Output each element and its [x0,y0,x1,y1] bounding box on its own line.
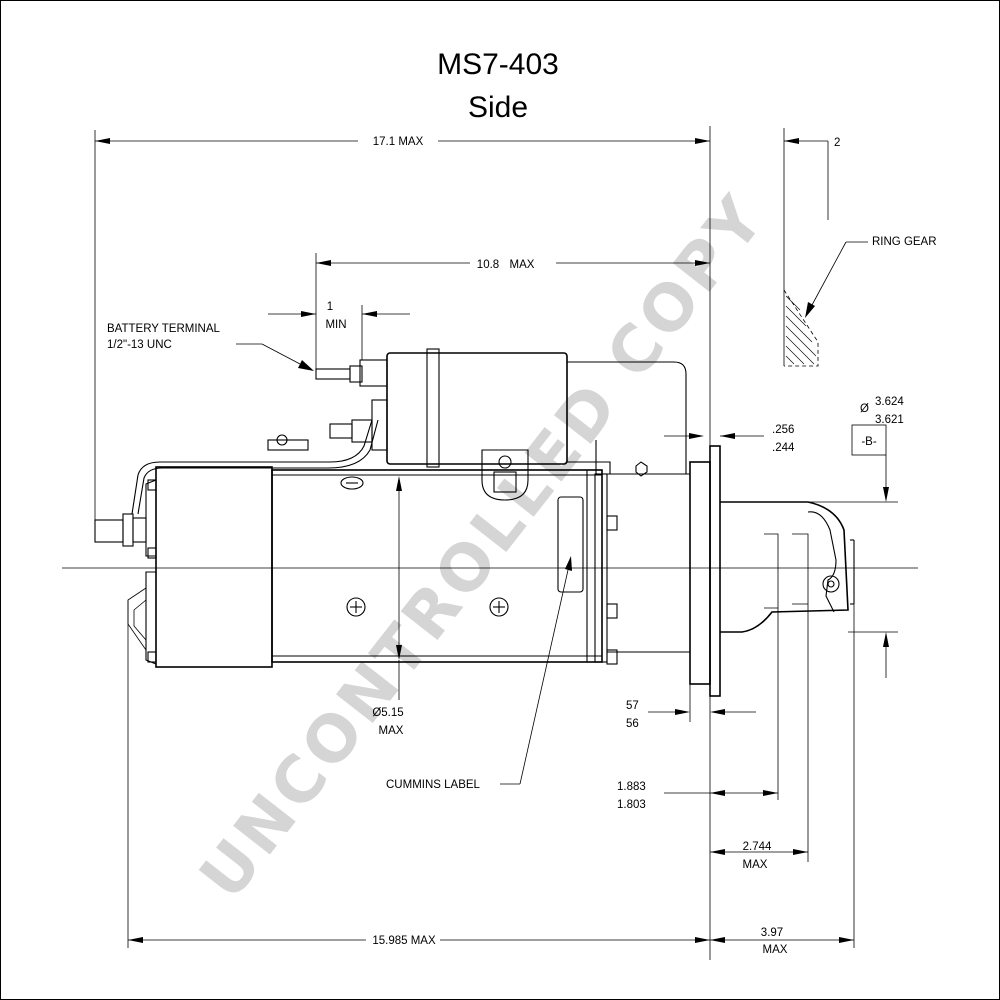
drawing-subtitle: Side [468,91,528,124]
battery-terminal-label: BATTERY TERMINAL [107,323,221,335]
solenoid-length-max: MAX [510,259,535,271]
dim-flange-width: 57 56 [626,684,756,730]
datum-b-label: -B- [861,436,877,448]
pinion-retracted-max: 1.883 [617,781,646,793]
pinion-extended-value: 2.744 [743,841,772,853]
dim-body-diameter: Ø5.15 MAX [372,476,404,737]
battery-terminal-thread: 1/2"-13 UNC [107,339,172,351]
solenoid [267,348,687,501]
overall-length-text: 17.1 MAX [373,136,424,148]
dim-terminal-min: 1 MIN [268,301,410,360]
body-length-text: 15.985 MAX [372,935,436,947]
pilot-diameter-min: 3.621 [875,414,904,426]
motor-body [271,469,618,665]
pinion-extended-max: MAX [743,859,768,871]
cummins-label-plate [557,496,584,593]
body-screw-top [340,476,364,490]
min-value-text: 1 [327,301,333,313]
ring-gear [783,128,819,367]
flange-thickness-max: .256 [772,424,794,436]
dim-pilot-diameter: Ø 3.624 3.621 -B- [808,396,904,678]
body-screw-1 [346,597,366,617]
callout-ring-gear: RING GEAR [805,236,937,318]
motor-terminal-stud [94,513,147,547]
pinion-retracted-min: 1.803 [617,799,646,811]
flange-width-min: 56 [626,718,639,730]
body-diameter-value: Ø5.15 [372,707,403,719]
pilot-diameter-max: 3.624 [875,396,904,408]
pilot-diameter-symbol: Ø [860,403,869,415]
dim-flange-thickness: .256 .244 [664,424,795,454]
body-diameter-max: MAX [379,725,404,737]
ring-gear-clearance-text: 2 [834,137,840,149]
solenoid-length-value: 10.8 [477,259,499,271]
dim-ring-gear-clearance: 2 [784,137,840,220]
cummins-label-text: CUMMINS LABEL [386,779,481,791]
nose-length-value: 3.97 [761,927,783,939]
callout-battery-terminal: BATTERY TERMINAL 1/2"-13 UNC [107,323,314,371]
nose-length-max: MAX [763,944,788,956]
dim-overall-length: 17.1 MAX [94,130,710,520]
dim-pinion-retracted: 1.883 1.803 [617,608,779,811]
drive-housing [607,445,855,697]
end-cap [127,466,273,668]
dim-pinion-extended: 2.744 MAX [710,604,809,871]
dim-nose-length: 3.97 MAX [710,604,855,956]
flange-width-max: 57 [626,700,639,712]
drawing-title: MS7-403 [437,48,559,81]
dim-solenoid-length: 10.8 MAX [315,253,710,369]
min-label-text: MIN [325,319,346,331]
ring-gear-label: RING GEAR [872,236,937,248]
connector-strap [131,419,373,515]
dim-body-length: 15.985 MAX [127,600,710,948]
callout-cummins-label: CUMMINS LABEL [386,556,572,791]
flange-thickness-min: .244 [772,442,795,454]
body-screw-2 [489,597,509,617]
uncontrolled-copy-watermark: UNCONTROLLED COPY [186,181,781,913]
